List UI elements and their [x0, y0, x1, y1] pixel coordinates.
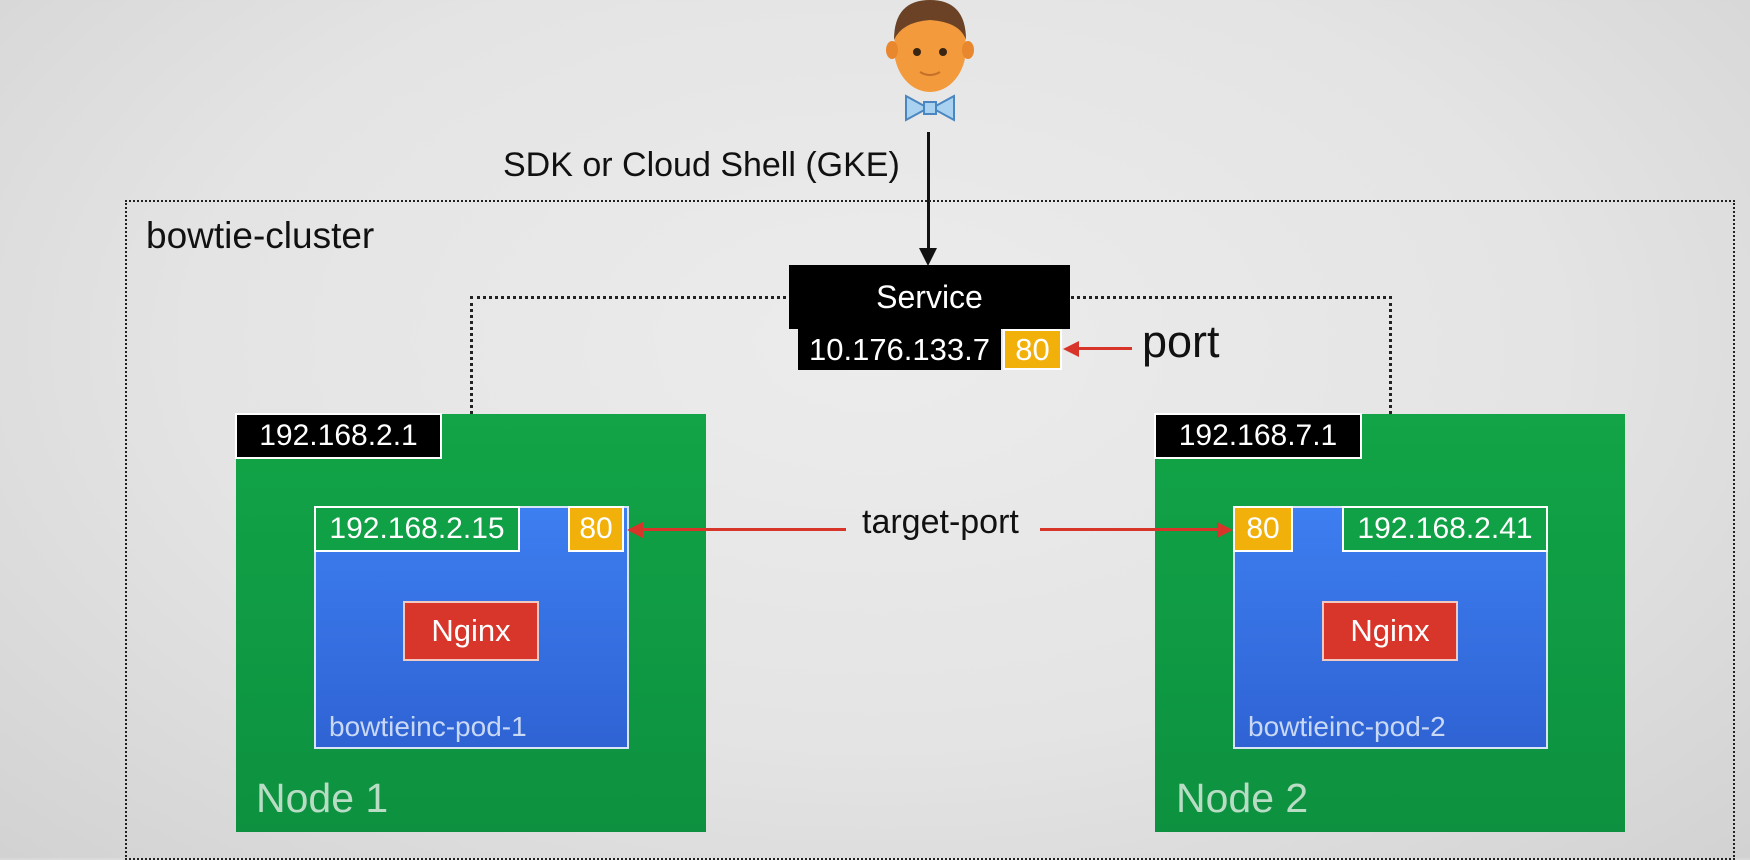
service-box: Service — [789, 265, 1070, 329]
pod-2-ip: 192.168.2.41 — [1342, 506, 1548, 552]
access-arrow-head — [919, 248, 937, 266]
node-2-ip: 192.168.7.1 — [1154, 413, 1362, 459]
bowtie-person-icon — [886, 0, 974, 122]
pod-2-name: bowtieinc-pod-2 — [1248, 711, 1446, 742]
access-label: SDK or Cloud Shell (GKE) — [503, 146, 900, 184]
pod-2-nginx: Nginx — [1322, 601, 1458, 661]
pod-1-port: 80 — [568, 506, 624, 552]
pod-1-nginx: Nginx — [403, 601, 539, 661]
node-2-label: Node 2 — [1176, 775, 1309, 821]
port-annotation: port — [1142, 316, 1220, 367]
port-arrow — [1076, 347, 1132, 350]
port-arrow-head — [1063, 341, 1079, 357]
service-ip: 10.176.133.7 — [798, 329, 1001, 370]
cluster-label: bowtie-cluster — [146, 215, 375, 256]
pod-1-name: bowtieinc-pod-1 — [329, 711, 527, 742]
target-port-arrow-right — [1040, 528, 1218, 531]
target-port-label: target-port — [862, 503, 1019, 541]
pod-1-ip: 192.168.2.15 — [314, 506, 520, 552]
access-arrow — [927, 132, 930, 252]
node-1-label: Node 1 — [256, 775, 389, 821]
target-port-arrow-left — [641, 528, 846, 531]
node-1-ip: 192.168.2.1 — [235, 413, 442, 459]
pod-2-port: 80 — [1233, 506, 1293, 552]
service-port: 80 — [1003, 329, 1062, 370]
target-port-arrow-right-head — [1217, 522, 1233, 538]
target-port-arrow-left-head — [627, 522, 643, 538]
